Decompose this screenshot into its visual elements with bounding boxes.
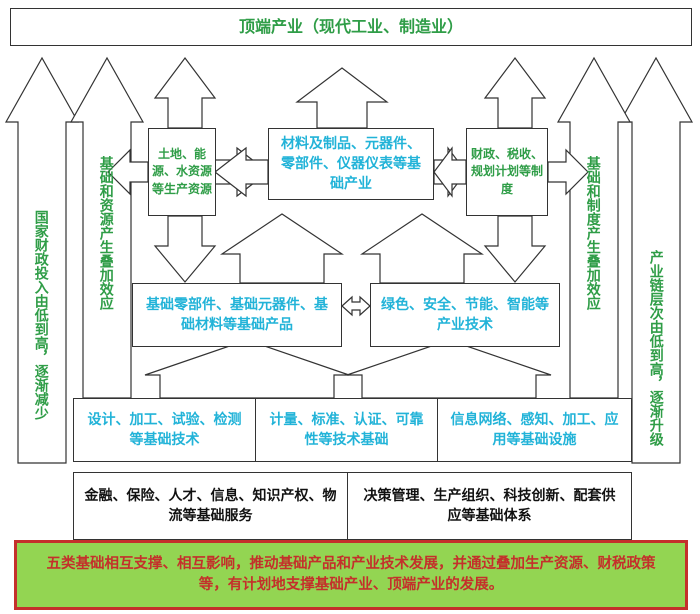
arrow-land-down [153,215,217,283]
box-basic-industry-label: 材料及制品、元器件、零部件、仪器仪表等基础产业 [281,135,421,193]
box-production-resources: 土地、能源、水资源等生产资源 [148,128,216,216]
box-basic-products: 基础零部件、基础元器件、基础材料等基础产品 [132,283,342,347]
box-infrastructure: 信息网络、感知、加工、应用等基础设施 [437,398,632,462]
arrow-mid-left-up [144,339,350,399]
box-industry-technology-label: 绿色、安全、节能、智能等产业技术 [381,296,549,333]
arrow-land-left [107,148,149,196]
arrow-finance-materials [433,146,467,198]
top-industry-banner: 顶端产业（现代工业、制造业） [10,8,692,46]
arrow-materials-land [214,146,269,198]
left-outer-arrow-shape [4,56,80,464]
arrow-finance-up [483,57,547,129]
arrow-components-up [220,213,344,284]
arrow-mid-right-up [346,339,552,399]
box-basic-services-label: 金融、保险、人才、信息、知识产权、物流等基础服务 [84,487,337,524]
box-basic-industry: 材料及制品、元器件、零部件、仪器仪表等基础产业 [268,128,434,200]
box-production-resources-label: 土地、能源、水资源等生产资源 [151,146,212,196]
top-industry-label: 顶端产业（现代工业、制造业） [238,17,463,37]
box-infrastructure-label: 信息网络、感知、加工、应用等基础设施 [450,411,619,448]
arrow-finance-down [483,215,547,283]
arrow-finance-right [547,148,589,196]
box-basic-services: 金融、保险、人才、信息、知识产权、物流等基础服务 [73,472,348,540]
left-outer-arrow-label: 国家财政投入由低到高，逐渐减少 [32,210,49,420]
left-inner-arrow-shape [69,56,145,399]
right-inner-arrow-shape [556,56,632,399]
box-basic-systems-label: 决策管理、生产组织、科技创新、配套供应等基础体系 [363,487,616,524]
box-basic-technology-label: 设计、加工、试验、检测等基础技术 [87,411,242,448]
summary-bar: 五类基础相互支撑、相互影响，推动基础产品和产业技术发展，并通过叠加生产资源、财税… [14,540,688,610]
arrow-green-up [360,213,484,284]
box-institutions: 财政、税收、规划计划等制度 [466,128,548,216]
box-industry-technology: 绿色、安全、节能、智能等产业技术 [370,283,560,347]
box-institutions-label: 财政、税收、规划计划等制度 [471,146,544,196]
arrow-mid-double [341,295,371,317]
box-basic-technology: 设计、加工、试验、检测等基础技术 [73,398,256,462]
arrow-materials-up [295,67,389,129]
box-technical-foundation-label: 计量、标准、认证、可靠性等技术基础 [269,411,424,448]
left-inner-arrow-label: 基础和资源产生叠加效应 [97,156,114,310]
box-technical-foundation: 计量、标准、认证、可靠性等技术基础 [255,398,438,462]
box-basic-products-label: 基础零部件、基础元器件、基础材料等基础产品 [146,296,328,333]
right-outer-arrow-label: 产业链层次由低到高，逐渐升级 [647,250,664,446]
box-basic-systems: 决策管理、生产组织、科技创新、配套供应等基础体系 [347,472,632,540]
arrow-land-up [153,57,217,129]
summary-text: 五类基础相互支撑、相互影响，推动基础产品和产业技术发展，并通过叠加生产资源、财税… [46,555,656,593]
right-inner-arrow-label: 基础和制度产生叠加效应 [584,156,601,310]
